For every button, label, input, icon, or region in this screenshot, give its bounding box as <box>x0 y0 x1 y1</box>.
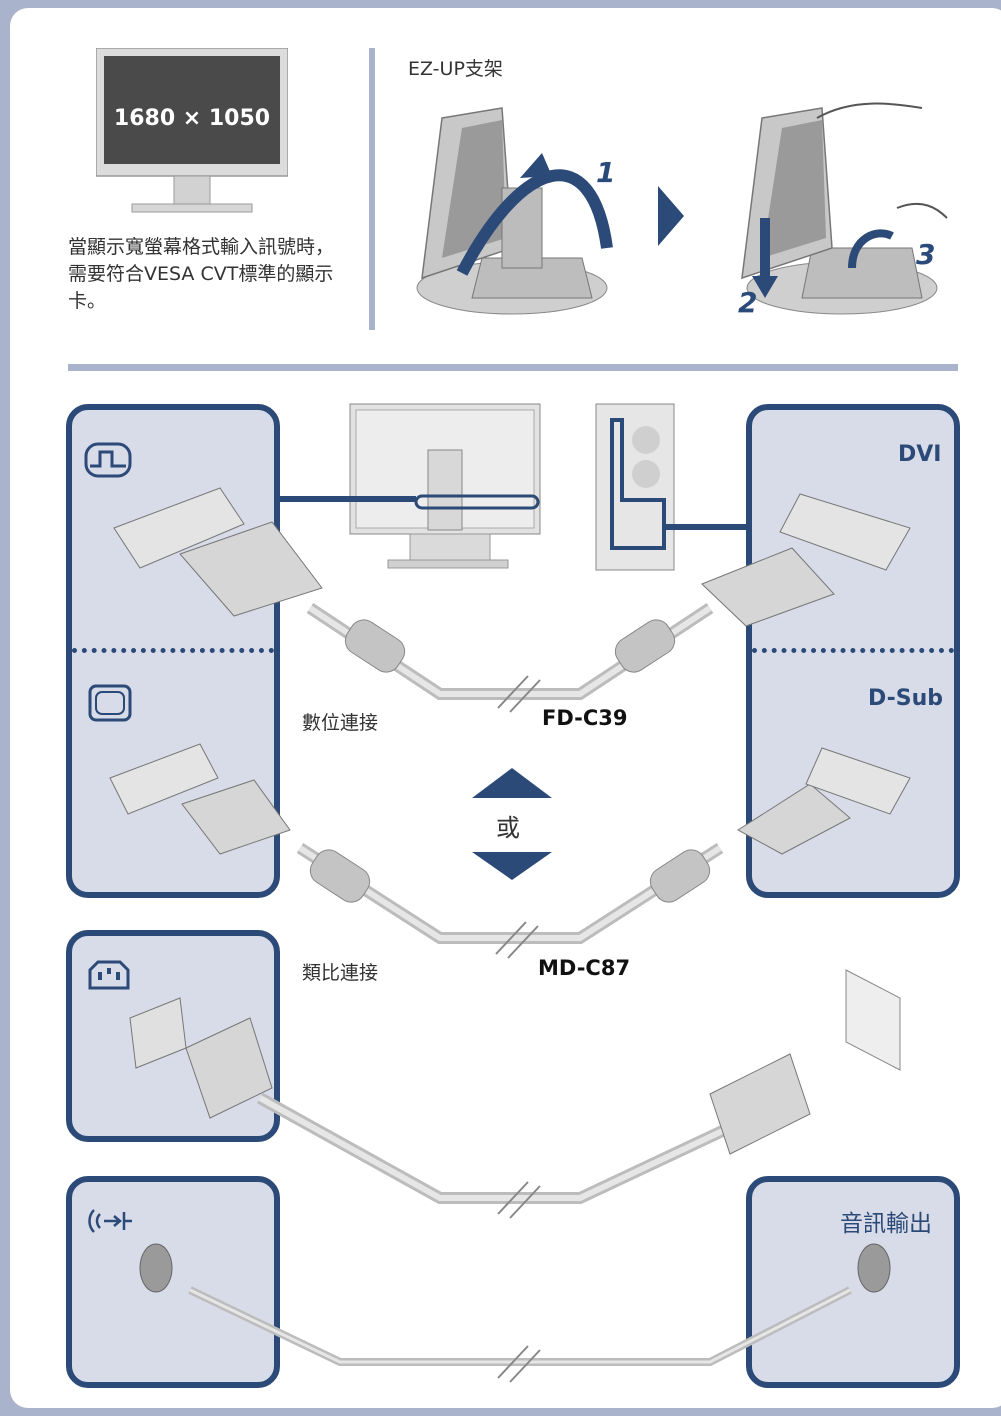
page: 1680 × 1050 當顯示寬螢幕格式輸入訊號時，需要符合VESA CVT標準… <box>10 8 1001 1408</box>
panel-dotted-divider-right <box>752 648 954 653</box>
analog-connection-label: 類比連接 <box>302 962 379 984</box>
digital-connection-label: 數位連接 <box>302 712 379 734</box>
or-label: 或 <box>496 814 520 842</box>
cable-drawing <box>109 403 911 1383</box>
stand-title: EZ-UP支架 <box>408 58 503 80</box>
power-inlet-icon <box>88 960 130 990</box>
digital-signal-icon <box>84 442 132 478</box>
stand-illustration-after <box>741 102 948 315</box>
resolution-text: 1680 × 1050 <box>113 106 271 131</box>
pc-audio-panel <box>746 1176 960 1388</box>
next-arrow <box>658 186 684 246</box>
step-3: 3 <box>916 238 936 271</box>
monitor-audio-panel <box>66 1176 280 1388</box>
widescreen-note: 當顯示寬螢幕格式輸入訊號時，需要符合VESA CVT標準的顯示卡。 <box>68 236 335 312</box>
resolution-monitor: 1680 × 1050 <box>95 47 289 218</box>
horizontal-divider <box>68 364 958 371</box>
dsub-label: D-Sub <box>868 686 944 711</box>
audio-icon <box>88 1209 132 1233</box>
dvi-label: DVI <box>898 442 942 467</box>
stand-illustration-before <box>416 107 613 315</box>
analog-cable-label: MD-C87 <box>538 956 631 980</box>
panel-dotted-divider-left <box>72 648 274 653</box>
step-2: 2 <box>738 286 758 319</box>
step-1: 1 <box>596 156 616 189</box>
digital-cable-label: FD-C39 <box>542 706 628 730</box>
audio-out-label: 音訊輸出 <box>840 1211 932 1237</box>
vertical-divider <box>369 48 375 330</box>
monitor-analog-icon <box>88 684 132 722</box>
